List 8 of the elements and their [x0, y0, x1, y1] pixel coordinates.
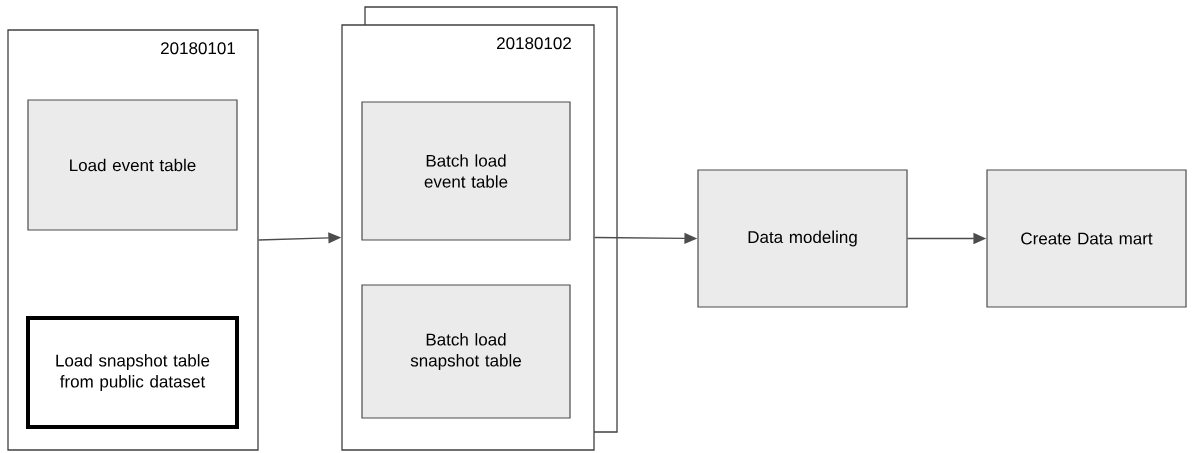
process-box: Data modeling [697, 169, 908, 308]
process-box: Load event table [27, 99, 238, 231]
process-box: Batch load event table [361, 101, 571, 241]
process-box: Batch load snapshot table [361, 284, 571, 419]
process-box: Create Data mart [986, 169, 1187, 308]
date-label: 20180102 [497, 37, 571, 50]
date-label: 20180101 [161, 42, 235, 55]
process-box: Load snapshot table from public dataset [26, 316, 239, 429]
